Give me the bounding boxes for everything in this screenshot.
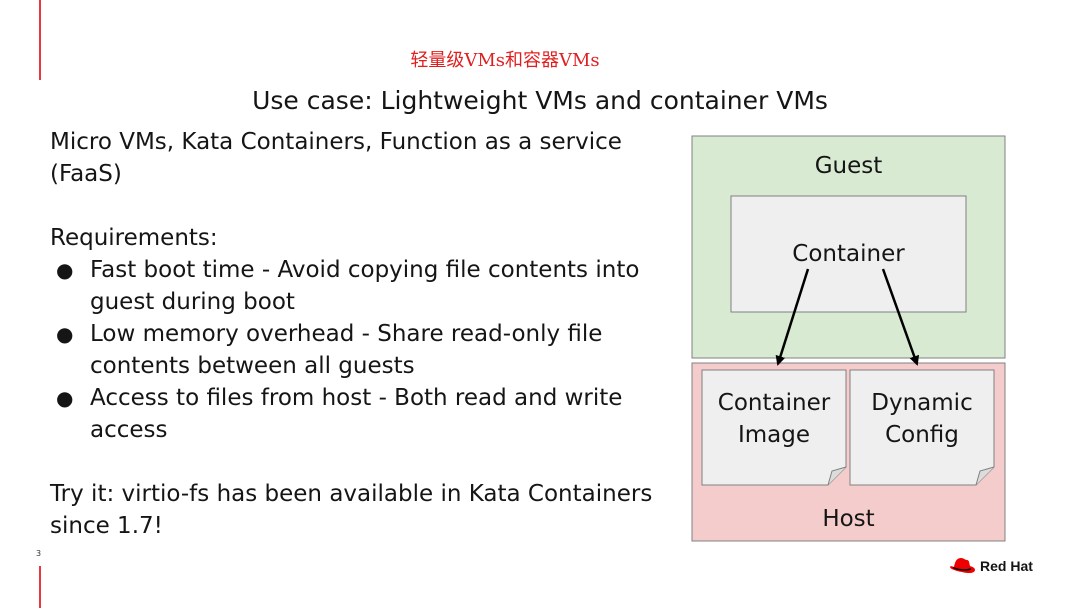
arrow-to-dynamic-config <box>881 268 920 366</box>
bullet-text: Access to files from host - Both read an… <box>90 385 623 411</box>
guest-label: Guest <box>814 153 883 179</box>
red-hat-fedora-icon <box>950 558 975 574</box>
dynamic-config-fold <box>975 466 995 486</box>
container-image-label: Container Image <box>702 387 846 451</box>
requirements-heading: Requirements: <box>50 225 218 251</box>
dynamic-config-label-line: Dynamic <box>871 390 973 416</box>
bullet-icon: ● <box>56 322 74 346</box>
try-it-line: Try it: virtio-fs has been available in … <box>50 481 653 507</box>
bullet-icon: ● <box>56 258 74 282</box>
red-hat-logo-text: Red Hat <box>980 558 1033 574</box>
page-number: 3 <box>36 549 42 558</box>
list-item: ● Access to files from host - Both read … <box>50 382 675 446</box>
intro-line: (FaaS) <box>50 161 122 187</box>
bullet-text: Fast boot time - Avoid copying file cont… <box>90 257 640 283</box>
slide-body: Micro VMs, Kata Containers, Function as … <box>50 126 675 542</box>
bullet-text: guest during boot <box>90 289 295 315</box>
slide-title: Use case: Lightweight VMs and container … <box>252 86 828 115</box>
bullet-text: Low memory overhead - Share read-only fi… <box>90 321 603 347</box>
container-image-label-line: Container <box>717 390 831 416</box>
container-image-fold <box>827 466 847 486</box>
container-label: Container <box>792 241 905 267</box>
list-item: ● Fast boot time - Avoid copying file co… <box>50 254 675 318</box>
bullet-icon: ● <box>56 386 74 410</box>
intro-line: Micro VMs, Kata Containers, Function as … <box>50 129 622 155</box>
dynamic-config-label: Dynamic Config <box>850 387 994 451</box>
chinese-title: 轻量级VMs和容器VMs <box>410 50 600 71</box>
left-accent-rule-top <box>39 0 41 80</box>
requirements-list: ● Fast boot time - Avoid copying file co… <box>50 254 675 446</box>
bullet-text: access <box>90 417 168 443</box>
container-box <box>730 195 967 313</box>
arrow-to-container-image <box>775 268 810 366</box>
left-accent-rule-bottom <box>39 566 41 608</box>
host-label: Host <box>822 506 875 532</box>
container-image-label-line: Image <box>737 422 811 448</box>
try-it-line: since 1.7! <box>50 513 163 539</box>
red-hat-logo: Red Hat <box>948 556 1033 576</box>
dynamic-config-label-line: Config <box>885 422 959 448</box>
bullet-text: contents between all guests <box>90 353 415 379</box>
list-item: ● Low memory overhead - Share read-only … <box>50 318 675 382</box>
